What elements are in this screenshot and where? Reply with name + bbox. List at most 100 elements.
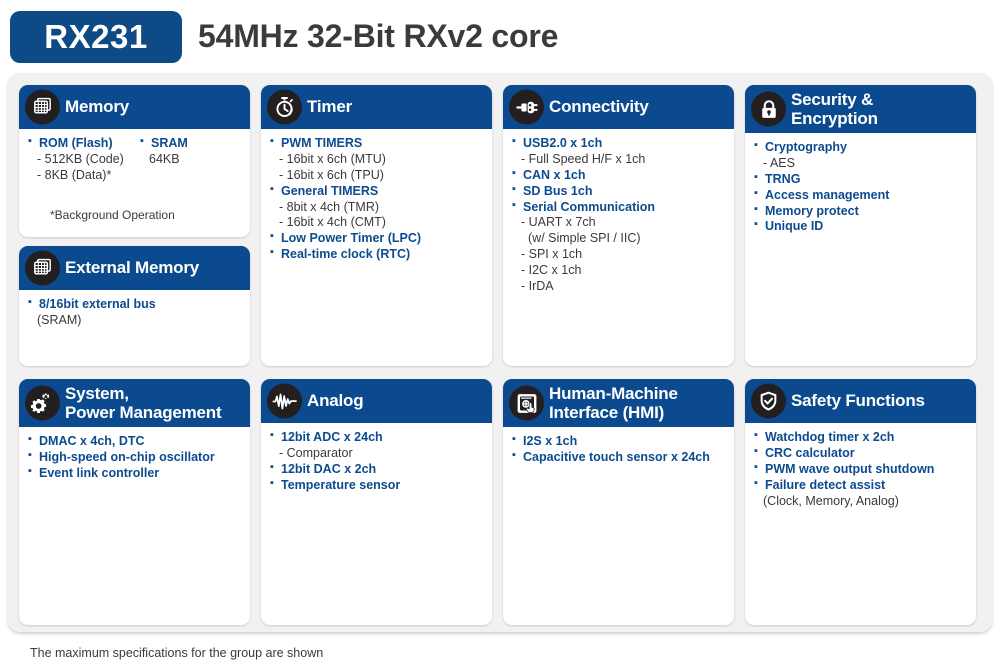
feature-card-system-power[interactable]: System,Power ManagementDMAC x 4ch, DTCHi… [19,379,250,625]
spec-item: Cryptography [754,139,968,156]
card-title-line1: Connectivity [549,97,649,117]
spec-item: PWM TIMERS [270,135,484,152]
spec-item: PWM wave output shutdown [754,461,968,478]
feature-card-grid: MemoryROM (Flash)- 512KB (Code)- 8KB (Da… [19,85,981,625]
feature-card-memory[interactable]: MemoryROM (Flash)- 512KB (Code)- 8KB (Da… [19,85,250,237]
feature-card-external-memory[interactable]: External Memory 8/16bit external bus(SRAM… [19,246,250,366]
card-title-system-power: System,Power Management [65,383,222,422]
spec-subitem: - 16bit x 6ch (MTU) [279,151,386,166]
spec-item: Unique ID [754,218,968,235]
spec-list: 8/16bit external bus(SRAM) [28,296,242,329]
spec-subitem: 64KB [149,151,180,166]
spec-subitem: - SPI x 1ch [521,247,583,262]
spec-subitem: - UART x 7ch [521,215,596,230]
card-title-line2: Interface (HMI) [549,403,665,422]
card-body-external-memory: 8/16bit external bus(SRAM) [19,290,250,337]
feature-card-security[interactable]: Security &EncryptionCryptography- AESTRN… [745,85,976,366]
spec-subitem: - Comparator [279,445,353,460]
memory-chip-icon [25,89,60,125]
card-header-analog: Analog [261,379,492,423]
card-title-line2: Encryption [791,109,878,128]
spec-item: 12bit ADC x 24ch [270,429,484,446]
spec-subitem: - 8bit x 4ch (TMR) [279,199,380,214]
spec-two-column: ROM (Flash)- 512KB (Code)- 8KB (Data)* SR… [28,135,242,184]
spec-subitem: - Full Speed H/F x 1ch [521,151,646,166]
spec-list: USB2.0 x 1ch- Full Speed H/F x 1chCAN x … [512,135,726,295]
page-title: 54MHz 32-Bit RXv2 core [198,18,559,54]
spec-subitem: - 8KB (Data)* [37,167,112,182]
spec-item: General TIMERS [270,183,484,200]
spec-item: Watchdog timer x 2ch [754,429,968,446]
gears-icon [25,385,60,421]
feature-card-safety[interactable]: Safety FunctionsWatchdog timer x 2chCRC … [745,379,976,625]
card-title-line1: Security & [791,89,874,109]
spec-item: Failure detect assist [754,477,968,494]
spec-subitem: - I2C x 1ch [521,263,582,277]
card-title-memory: Memory [65,97,129,116]
spec-item: Capacitive touch sensor x 24ch [512,449,726,466]
spec-subitem: (Clock, Memory, Analog) [763,493,899,508]
card-title-line1: Timer [307,97,352,117]
card-title-timer: Timer [307,97,352,116]
spec-list: DMAC x 4ch, DTCHigh-speed on-chip oscill… [28,433,242,482]
card-header-external-memory: External Memory [19,246,250,290]
card-title-line1: External Memory [65,258,199,278]
plug-connector-icon [509,89,544,125]
touchscreen-icon [509,385,544,421]
card-body-connectivity: USB2.0 x 1ch- Full Speed H/F x 1chCAN x … [503,129,734,303]
card-title-safety: Safety Functions [791,391,925,410]
card-title-line1: Memory [65,97,129,117]
spec-item: ROM (Flash) [28,135,140,152]
spec-item: SD Bus 1ch [512,183,726,200]
spec-item: CRC calculator [754,445,968,462]
card-header-timer: Timer [261,85,492,129]
spec-item: Real-time clock (RTC) [270,246,484,263]
feature-panel: MemoryROM (Flash)- 512KB (Code)- 8KB (Da… [8,73,992,632]
spec-item: Low Power Timer (LPC) [270,230,484,247]
feature-card-timer[interactable]: TimerPWM TIMERS- 16bit x 6ch (MTU)- 16bi… [261,85,492,366]
spec-subitem: - 16bit x 4ch (CMT) [279,215,386,230]
card-header-security: Security &Encryption [745,85,976,133]
spec-subitem: - 512KB (Code) [37,151,124,166]
lock-icon [751,91,786,127]
card-body-security: Cryptography- AESTRNGAccess managementMe… [745,133,976,243]
memory-chip-icon [25,250,60,286]
page-header: RX231 54MHz 32-Bit RXv2 core [0,0,1000,73]
card-column-1: TimerPWM TIMERS- 16bit x 6ch (MTU)- 16bi… [261,85,492,625]
card-body-memory: ROM (Flash)- 512KB (Code)- 8KB (Data)* SR… [19,129,250,231]
spec-item: I2S x 1ch [512,433,726,450]
feature-card-analog[interactable]: Analog12bit ADC x 24ch- Comparator12bit … [261,379,492,625]
spec-list: PWM TIMERS- 16bit x 6ch (MTU)- 16bit x 6… [270,135,484,263]
spec-item: Serial Communication [512,199,726,216]
card-body-timer: PWM TIMERS- 16bit x 6ch (MTU)- 16bit x 6… [261,129,492,271]
feature-card-connectivity[interactable]: ConnectivityUSB2.0 x 1ch- Full Speed H/F… [503,85,734,366]
spec-subitem: (SRAM) [37,312,82,327]
card-title-line2: Power Management [65,403,222,422]
spec-item: USB2.0 x 1ch [512,135,726,152]
card-column-3: Security &EncryptionCryptography- AESTRN… [745,85,976,625]
card-column-2: ConnectivityUSB2.0 x 1ch- Full Speed H/F… [503,85,734,625]
card-header-system-power: System,Power Management [19,379,250,427]
spec-item: High-speed on-chip oscillator [28,449,242,466]
spec-list: Watchdog timer x 2chCRC calculatorPWM wa… [754,429,968,509]
spec-subitem: - AES [763,155,795,170]
card-title-connectivity: Connectivity [549,97,649,116]
spec-item: TRNG [754,171,968,188]
card-title-line1: Human-Machine [549,383,678,403]
spec-item: Temperature sensor [270,477,484,494]
chip-name-badge: RX231 [10,10,182,63]
waveform-icon [267,383,302,419]
card-header-memory: Memory [19,85,250,129]
spec-list: I2S x 1chCapacitive touch sensor x 24ch [512,433,726,466]
card-column-0: MemoryROM (Flash)- 512KB (Code)- 8KB (Da… [19,85,250,625]
spec-subitem: - IrDA [521,278,554,293]
spec-item: DMAC x 4ch, DTC [28,433,242,450]
card-title-line1: System, [65,383,129,403]
card-body-analog: 12bit ADC x 24ch- Comparator12bit DAC x … [261,423,492,502]
card-header-safety: Safety Functions [745,379,976,423]
spec-item: 12bit DAC x 2ch [270,461,484,478]
